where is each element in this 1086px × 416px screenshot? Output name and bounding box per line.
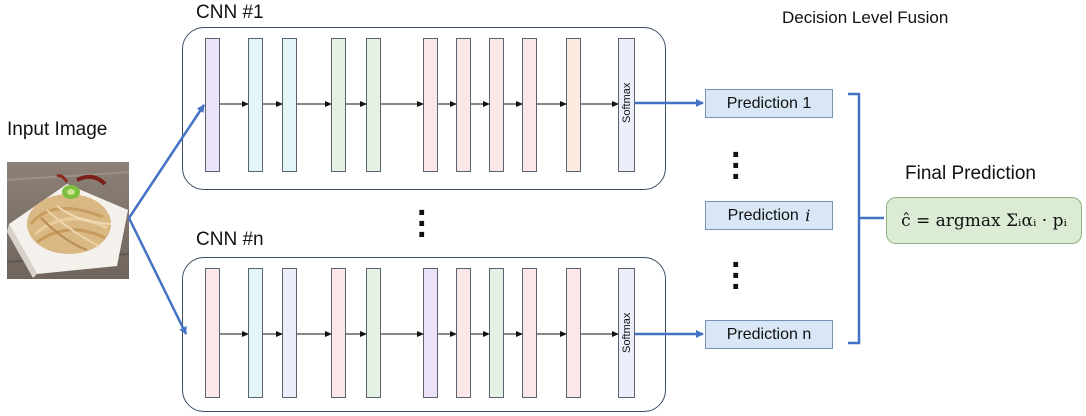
prediction-i-box: Prediction i xyxy=(705,201,833,230)
prediction-1-index: 1 xyxy=(802,94,812,112)
prediction-i-index: i xyxy=(805,206,811,225)
cnnn-title: CNN #n xyxy=(196,229,264,250)
prediction-n-index: n xyxy=(802,325,812,343)
vertical-ellipsis-pred-upper: ··· xyxy=(731,136,743,196)
final-prediction-label: Final Prediction xyxy=(905,163,1036,184)
vertical-ellipsis-cnns: ··· xyxy=(417,194,429,254)
final-prediction-formula: ĉ = argmax Σᵢαᵢ · pᵢ xyxy=(886,197,1082,244)
prediction-1-label: Prediction xyxy=(726,94,803,112)
cnn-1-layer-1 xyxy=(205,38,220,172)
prediction-1-box: Prediction 1 xyxy=(705,89,833,118)
decision-fusion-label: Decision Level Fusion xyxy=(782,8,949,27)
input-image-label: Input Image xyxy=(7,119,108,140)
prediction-i-label: Prediction xyxy=(727,206,804,224)
vertical-ellipsis-pred-lower: ··· xyxy=(731,246,743,306)
prediction-n-label: Prediction xyxy=(726,325,803,343)
prediction-n-box: Prediction n xyxy=(705,320,833,349)
cnn1-title: CNN #1 xyxy=(196,2,264,23)
cnn-n-layer-1 xyxy=(205,268,220,398)
input-food-image xyxy=(7,162,129,279)
